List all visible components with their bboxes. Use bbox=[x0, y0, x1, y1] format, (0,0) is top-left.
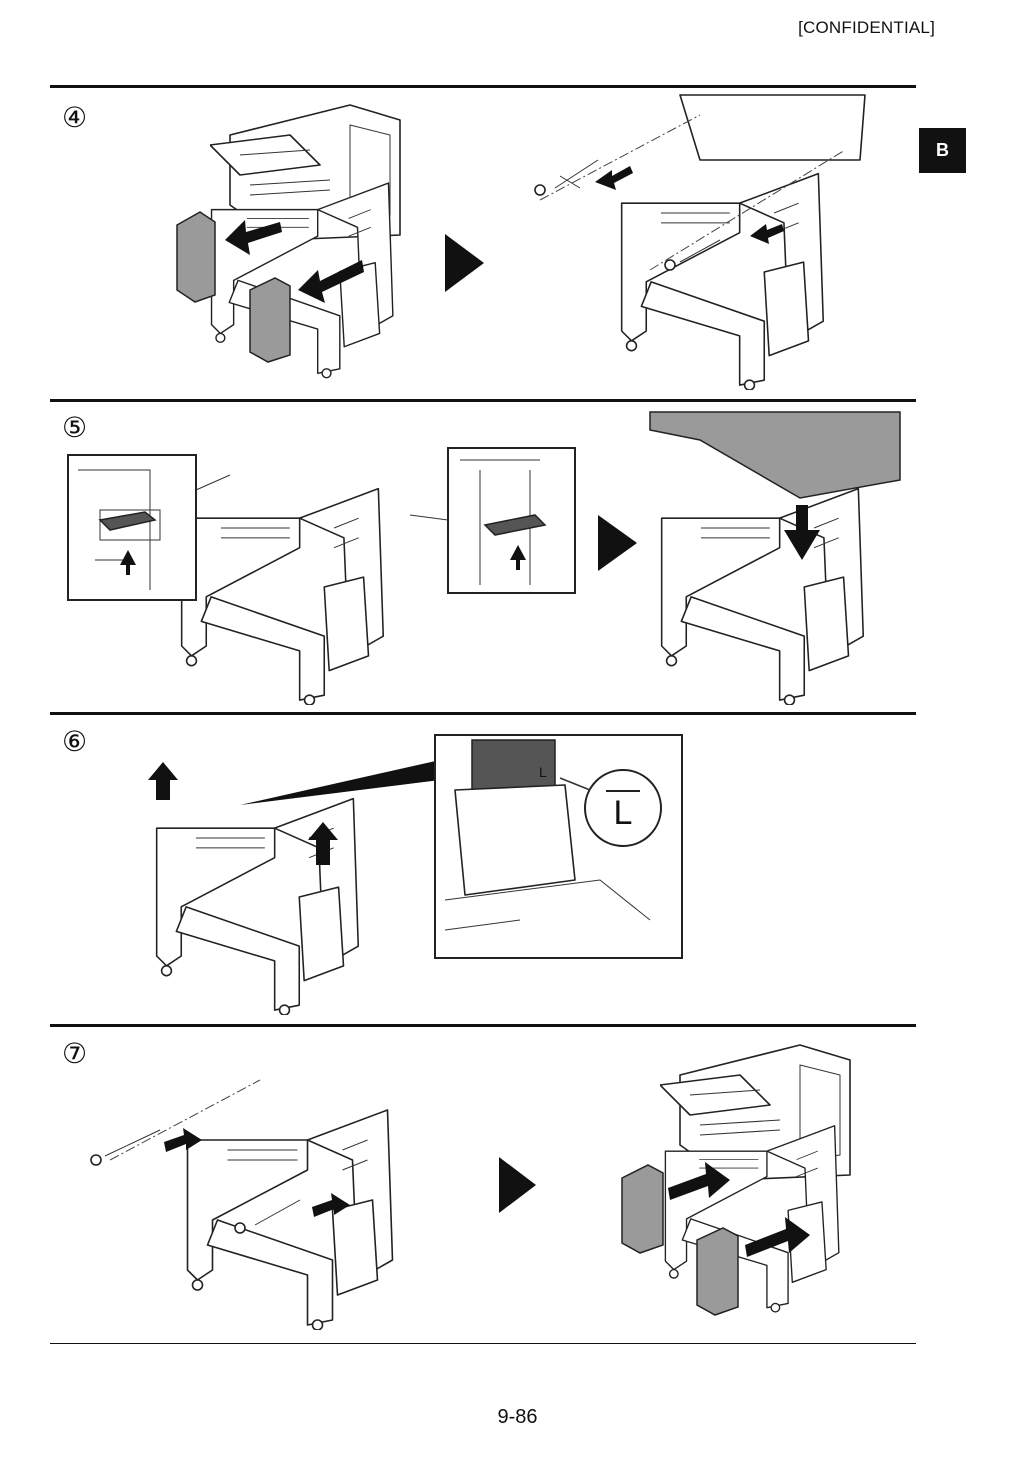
divider-bottom bbox=[50, 1343, 916, 1344]
confidential-header: [CONFIDENTIAL] bbox=[798, 18, 935, 37]
next-arrow bbox=[499, 1157, 536, 1213]
mark-small-label: L bbox=[539, 764, 547, 780]
divider-top bbox=[50, 85, 916, 88]
divider-step7 bbox=[50, 1024, 916, 1027]
mark-label: L bbox=[606, 790, 640, 830]
divider-step6 bbox=[50, 712, 916, 715]
cover-panel bbox=[249, 277, 291, 363]
step-number: ⑥ bbox=[62, 726, 88, 757]
cover-panel bbox=[176, 211, 216, 303]
step-number: ④ bbox=[62, 102, 88, 133]
section-tab: B bbox=[919, 128, 966, 173]
step-number: ⑦ bbox=[62, 1038, 88, 1069]
next-arrow bbox=[598, 515, 637, 571]
page-number: 9-86 bbox=[497, 1406, 538, 1428]
cover-panel bbox=[696, 1227, 739, 1316]
cover-panel bbox=[621, 1164, 664, 1254]
divider-step5 bbox=[50, 399, 916, 402]
step-number: ⑤ bbox=[62, 412, 88, 443]
next-arrow bbox=[445, 234, 484, 292]
